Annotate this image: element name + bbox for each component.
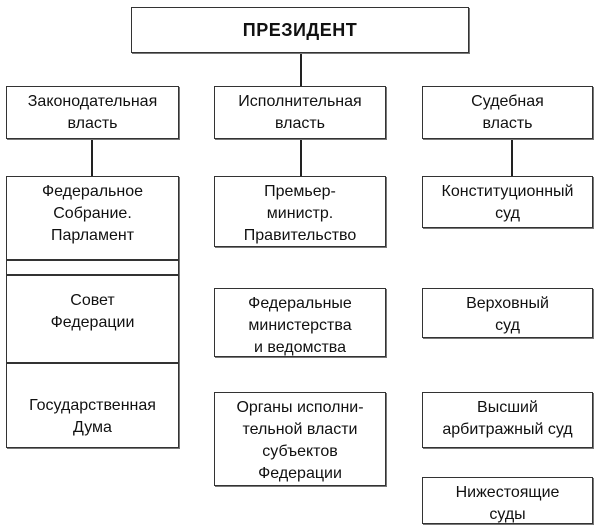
- regional-executive-box: Органы исполни- тельной власти субъектов…: [214, 392, 386, 486]
- label-line: Органы исполни-: [236, 399, 364, 416]
- label-line: Нижестоящие: [455, 484, 560, 501]
- label-line: Федерации: [258, 465, 342, 482]
- label-line: Федеральное: [41, 183, 144, 200]
- arbitration-court-box: Высший арбитражный суд: [422, 392, 593, 448]
- label-line: суд: [495, 317, 520, 334]
- divider: [6, 274, 179, 276]
- president-box: ПРЕЗИДЕНТ: [131, 7, 469, 53]
- government-box: Премьер- министр. Правительство: [214, 176, 386, 247]
- label-line: Законодательная: [27, 92, 158, 110]
- federal-assembly-box: Федеральное Собрание. Парламент: [6, 176, 179, 448]
- label-line: арбитражный суд: [442, 421, 573, 438]
- label-line: Правительство: [243, 227, 357, 244]
- state-duma-section: Государственная Дума: [6, 395, 179, 439]
- legislative-branch-box: Законодательная власть: [6, 86, 179, 139]
- label-line: Премьер-: [264, 183, 336, 200]
- executive-branch-box: Исполнительная власть: [214, 86, 386, 139]
- label-line: власть: [274, 114, 326, 132]
- divider: [6, 362, 179, 364]
- federal-ministries-box: Федеральные министерства и ведомства: [214, 288, 386, 357]
- connector-legislative: [91, 138, 93, 176]
- supreme-court-box: Верховный суд: [422, 288, 593, 338]
- connector-executive: [300, 138, 302, 176]
- label-line: министр.: [266, 205, 334, 222]
- label-line: тельной власти: [242, 421, 358, 438]
- divider: [6, 259, 179, 261]
- label-line: Исполнительная: [238, 92, 362, 110]
- label-line: власть: [482, 114, 533, 132]
- label-line: Верховный: [466, 295, 549, 312]
- president-label: ПРЕЗИДЕНТ: [242, 20, 358, 40]
- label-line: Совет: [70, 292, 115, 309]
- label-line: суд: [495, 205, 520, 222]
- label-line: Дума: [73, 419, 112, 436]
- label-line: Высший: [477, 399, 538, 416]
- constitutional-court-box: Конституционный суд: [422, 176, 593, 228]
- label-line: субъектов: [262, 443, 338, 460]
- label-line: Федерации: [50, 314, 135, 331]
- label-line: министерства: [248, 317, 352, 334]
- label-line: Конституционный: [441, 183, 574, 200]
- label-line: Судебная: [471, 92, 544, 110]
- label-line: и ведомства: [253, 339, 347, 356]
- label-line: суды: [489, 506, 526, 523]
- label-line: Парламент: [50, 227, 135, 244]
- connector-president-executive: [300, 52, 302, 87]
- label-line: власть: [67, 114, 118, 132]
- label-line: Федеральные: [248, 295, 352, 312]
- federation-council-section: Совет Федерации: [6, 290, 179, 334]
- lower-courts-box: Нижестоящие суды: [422, 477, 593, 524]
- label-line: Государственная: [29, 397, 156, 414]
- label-line: Собрание.: [53, 205, 132, 222]
- judicial-branch-box: Судебная власть: [422, 86, 593, 139]
- connector-judicial: [511, 138, 513, 176]
